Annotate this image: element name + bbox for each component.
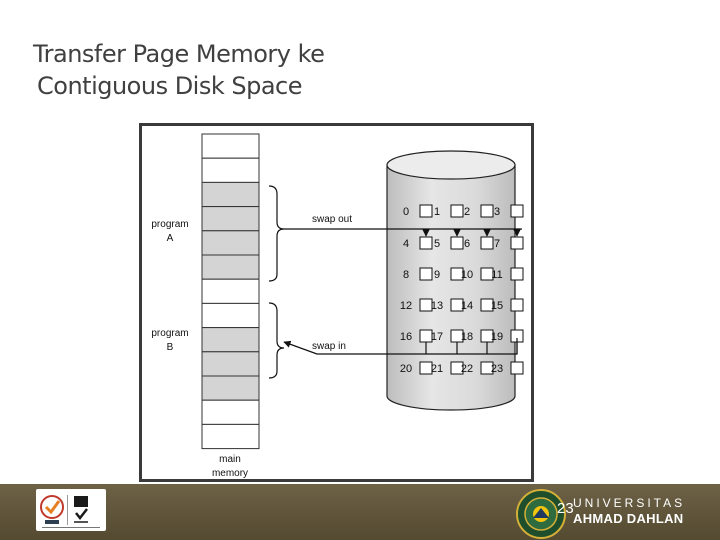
- certification-logos: [36, 489, 106, 531]
- disk-block-number: 5: [434, 238, 440, 250]
- main-memory-label-line-1: main: [219, 454, 241, 465]
- memory-frame: [201, 206, 260, 232]
- disk-block: [510, 204, 524, 218]
- university-seal-icon: [516, 489, 566, 539]
- disk-block-number: 17: [431, 331, 443, 343]
- disk-block: [450, 204, 464, 218]
- university-name-line-2: AHMAD DAHLAN: [573, 511, 684, 526]
- disk-block-number: 9: [434, 269, 440, 281]
- university-name: UNIVERSITAS AHMAD DAHLAN: [573, 496, 685, 526]
- disk-block-number: 0: [403, 206, 409, 218]
- disk-block: [480, 298, 494, 312]
- title-line-1: Transfer Page Memory ke: [33, 40, 325, 68]
- memory-frame: [201, 230, 260, 256]
- disk-block: [480, 267, 494, 281]
- memory-frame: [201, 181, 260, 208]
- disk-block: [450, 236, 464, 250]
- disk-block: [419, 267, 433, 281]
- university-name-line-1: UNIVERSITAS: [573, 496, 686, 510]
- disk-block-number: 12: [400, 300, 412, 312]
- disk-block-number: 14: [461, 300, 473, 312]
- program-a-label-line-1: program: [151, 219, 188, 230]
- program-b-label-line-1: program: [151, 328, 188, 339]
- disk-block-number: 23: [491, 363, 503, 375]
- page-number: 23: [557, 500, 574, 517]
- memory-frame: [201, 133, 260, 159]
- memory-frame: [201, 375, 260, 401]
- memory-frame: [201, 327, 260, 353]
- memory-frame: [201, 351, 260, 377]
- program-b-label-line-2: B: [167, 342, 174, 353]
- memory-frame: [201, 302, 260, 329]
- memory-frame: [201, 399, 260, 425]
- disk-block-number: 4: [403, 238, 409, 250]
- disk-block-number: 8: [403, 269, 409, 281]
- disk-block-number: 6: [464, 238, 470, 250]
- memory-frame: [201, 254, 260, 280]
- swap-out-arrows: [422, 229, 521, 237]
- swap-in-label: swap in: [312, 341, 346, 352]
- backing-store-disk: [386, 150, 516, 411]
- swap-out-label: swap out: [312, 214, 352, 225]
- disk-block: [450, 267, 464, 281]
- disk-block: [450, 298, 464, 312]
- memory-frame: [201, 157, 260, 183]
- main-memory-label-line-2: memory: [212, 468, 248, 479]
- disk-block-number: 20: [400, 363, 412, 375]
- disk-block-number: 10: [461, 269, 473, 281]
- disk-block: [480, 204, 494, 218]
- disk-block: [419, 361, 433, 375]
- disk-block: [419, 204, 433, 218]
- title-line-2: Contiguous Disk Space: [37, 72, 303, 100]
- disk-block: [419, 298, 433, 312]
- disk-block-number: 19: [491, 331, 503, 343]
- memory-frame: [201, 423, 260, 450]
- disk-block-number: 2: [464, 206, 470, 218]
- disk-block-number: 15: [491, 300, 503, 312]
- disk-block-number: 18: [461, 331, 473, 343]
- disk-block-number: 21: [431, 363, 443, 375]
- swap-in-arrows: [425, 342, 518, 354]
- disk-block-number: 16: [400, 331, 412, 343]
- disk-block: [510, 361, 524, 375]
- main-memory-stack: [201, 133, 260, 450]
- disk-block-number: 1: [434, 206, 440, 218]
- disk-block: [480, 361, 494, 375]
- program-b-brace: [268, 302, 285, 379]
- slide-title: Transfer Page Memory ke Contiguous Disk …: [33, 38, 325, 102]
- disk-block-number: 13: [431, 300, 443, 312]
- disk-block: [510, 298, 524, 312]
- certification-badges-icon: [40, 495, 100, 528]
- disk-block-number: 11: [491, 269, 502, 281]
- disk-block-number: 22: [461, 363, 473, 375]
- disk-block: [510, 267, 524, 281]
- disk-block-number: 3: [494, 206, 500, 218]
- program-a-brace: [268, 185, 285, 282]
- disk-block: [450, 361, 464, 375]
- disk-block: [480, 236, 494, 250]
- disk-block: [510, 236, 524, 250]
- program-a-label-line-2: A: [167, 233, 174, 244]
- disk-block: [419, 236, 433, 250]
- memory-frame: [201, 278, 260, 304]
- disk-block-number: 7: [494, 238, 500, 250]
- footer-bar: [0, 484, 720, 540]
